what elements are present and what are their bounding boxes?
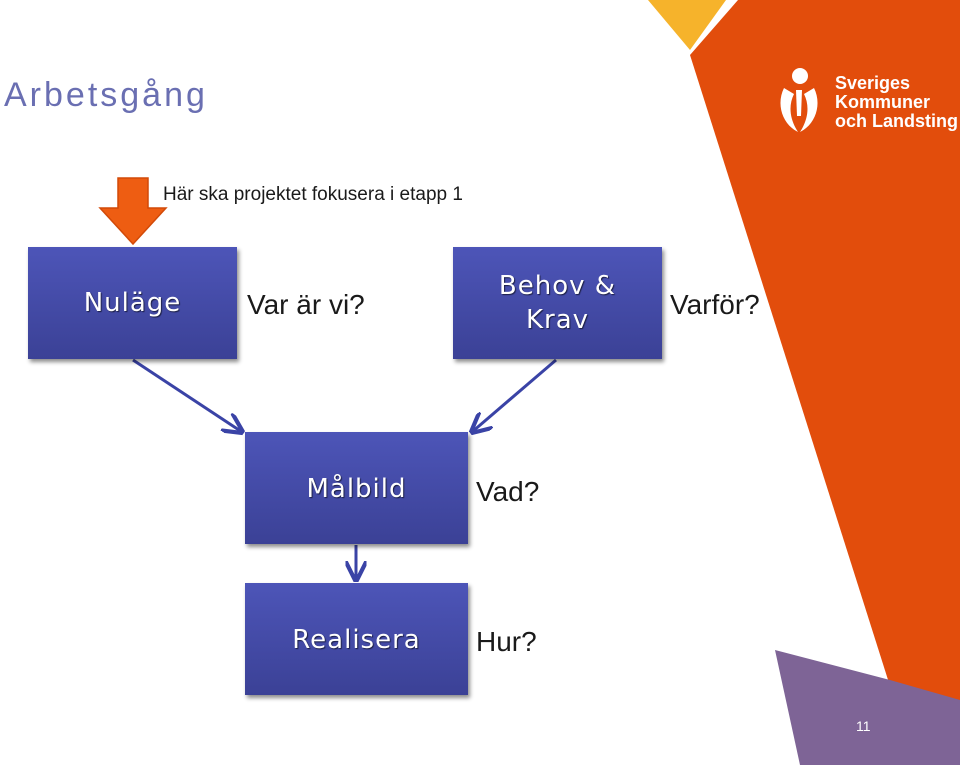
skl-logo-text: Sveriges Kommuner och Landsting (835, 74, 958, 131)
node-behov-label: Behov & Krav (498, 271, 617, 335)
purple-corner (775, 650, 960, 765)
arrow-nulage-to-malbild (132, 358, 242, 432)
node-realisera-label: Realisera (292, 625, 421, 655)
question-malbild: Vad? (476, 476, 540, 507)
focus-note: Här ska projektet fokusera i etapp 1 (163, 184, 463, 205)
question-behov: Varför? (670, 289, 760, 320)
question-nulage: Var är vi? (247, 289, 365, 320)
yellow-stripe (648, 0, 726, 50)
node-nulage-label: Nuläge (83, 288, 182, 318)
logo-line-1: Sveriges (835, 73, 911, 93)
node-realisera: Realisera (245, 583, 468, 695)
node-malbild: Målbild (245, 432, 468, 544)
question-realisera: Hur? (476, 626, 537, 657)
logo-line-3: och Landsting (835, 111, 958, 131)
skl-logo-icon (780, 68, 818, 132)
arrow-behov-to-malbild (472, 358, 557, 432)
focus-arrow-icon (98, 177, 168, 246)
slide-title: Arbetsgång (4, 76, 208, 114)
node-malbild-label: Målbild (306, 474, 407, 504)
node-nulage: Nuläge (28, 247, 237, 359)
node-behov-krav: Behov & Krav (453, 247, 662, 359)
page-number: 11 (856, 718, 871, 734)
logo-line-2: Kommuner (835, 92, 931, 112)
orange-band (690, 0, 960, 765)
